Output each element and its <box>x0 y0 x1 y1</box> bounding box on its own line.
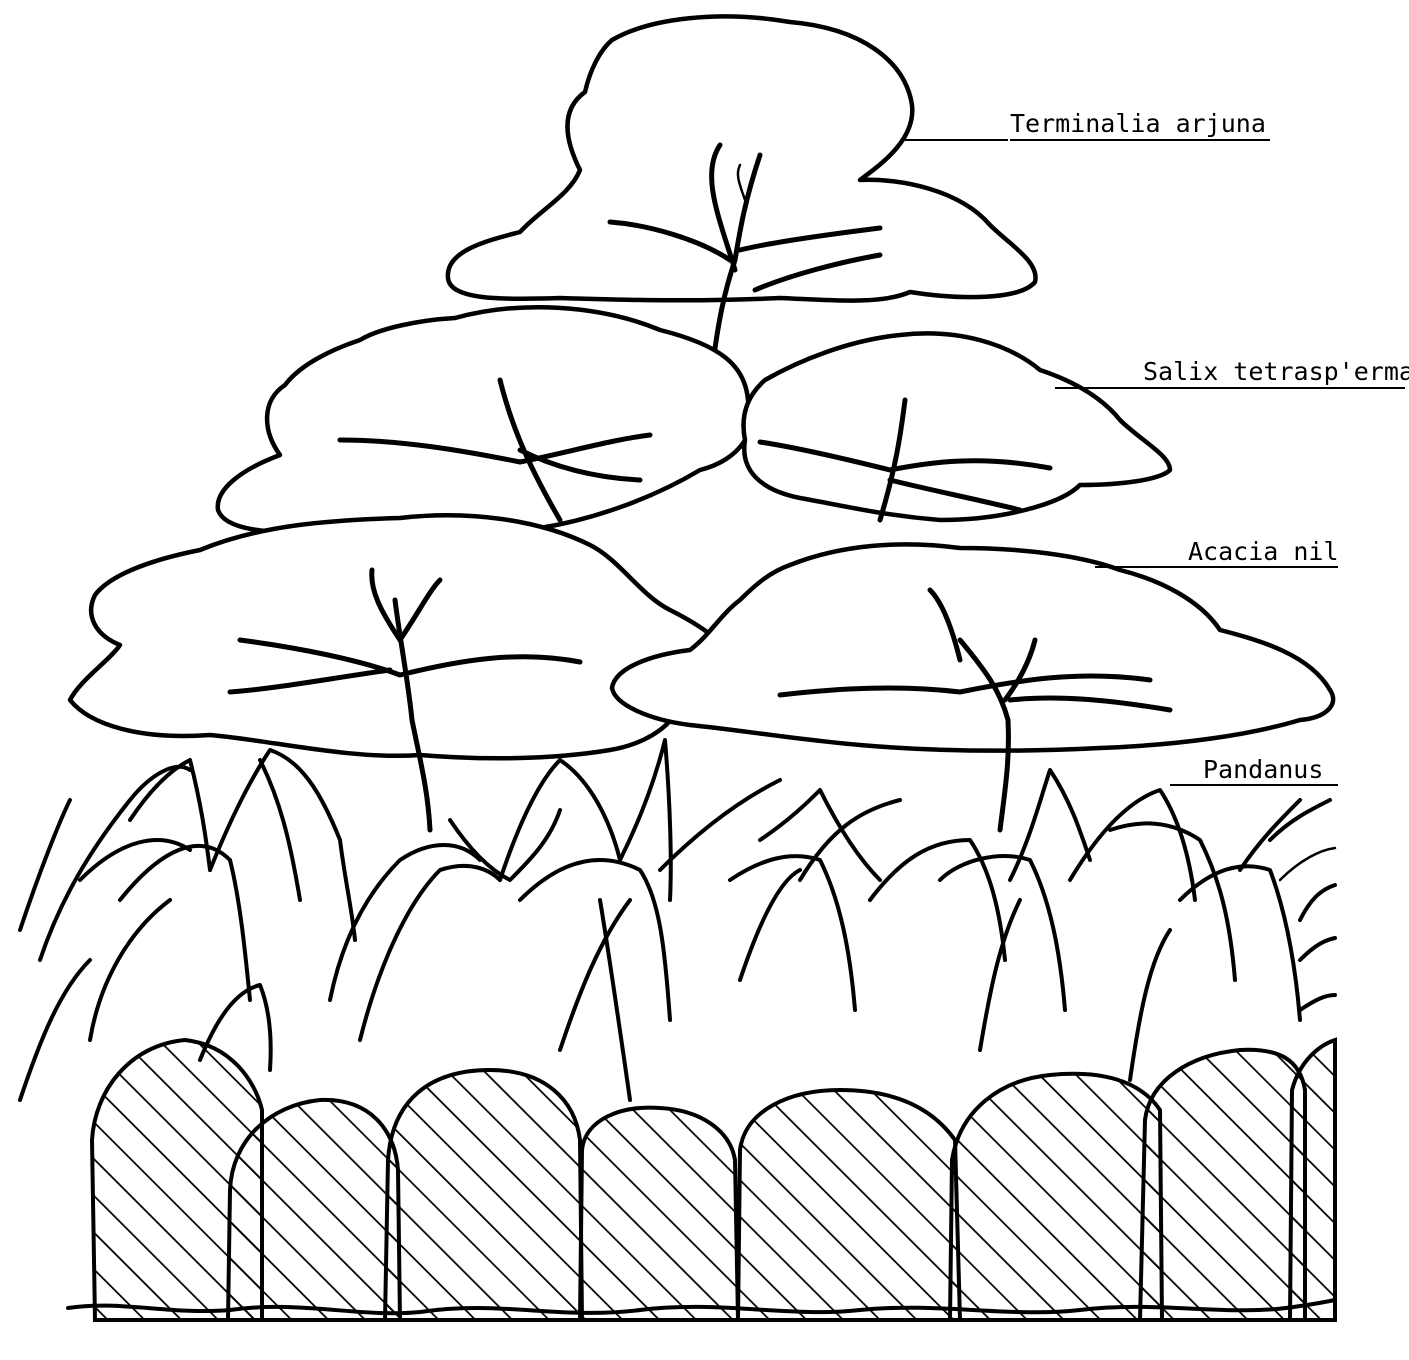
label-text-salix-tetrasperma: Salix tetrasp'erma <box>1143 357 1409 386</box>
ground-mound <box>1290 1040 1335 1320</box>
salix-tetrasperma-tree <box>218 307 1170 535</box>
label-acacia-nil: Acacia nil <box>1095 537 1339 567</box>
label-text-pandanus: Pandanus <box>1203 755 1323 784</box>
label-pandanus: Pandanus <box>1170 755 1338 785</box>
salix-tetrasperma-crown-right <box>744 333 1170 520</box>
ground-mound <box>385 1070 582 1320</box>
hatched-ground-mounds <box>68 1040 1335 1320</box>
pandanus-shrub-layer <box>20 740 1335 1100</box>
acacia-nil-crown-right <box>612 544 1333 750</box>
ground-mound <box>950 1074 1162 1320</box>
acacia-nil-tree <box>70 515 1333 830</box>
label-text-acacia-nil: Acacia nil <box>1188 537 1339 566</box>
label-text-terminalia-arjuna: Terminalia arjuna <box>1010 109 1266 138</box>
terminalia-arjuna-crown <box>448 16 1036 300</box>
label-salix-tetrasperma: Salix tetrasp'erma <box>1055 357 1409 388</box>
ground-mound <box>738 1090 960 1320</box>
ground-mound <box>228 1100 400 1320</box>
ground-mound <box>1140 1050 1305 1320</box>
ground-mound <box>580 1108 738 1320</box>
salix-tetrasperma-crown-left <box>218 307 752 535</box>
label-terminalia-arjuna: Terminalia arjuna <box>905 109 1270 140</box>
